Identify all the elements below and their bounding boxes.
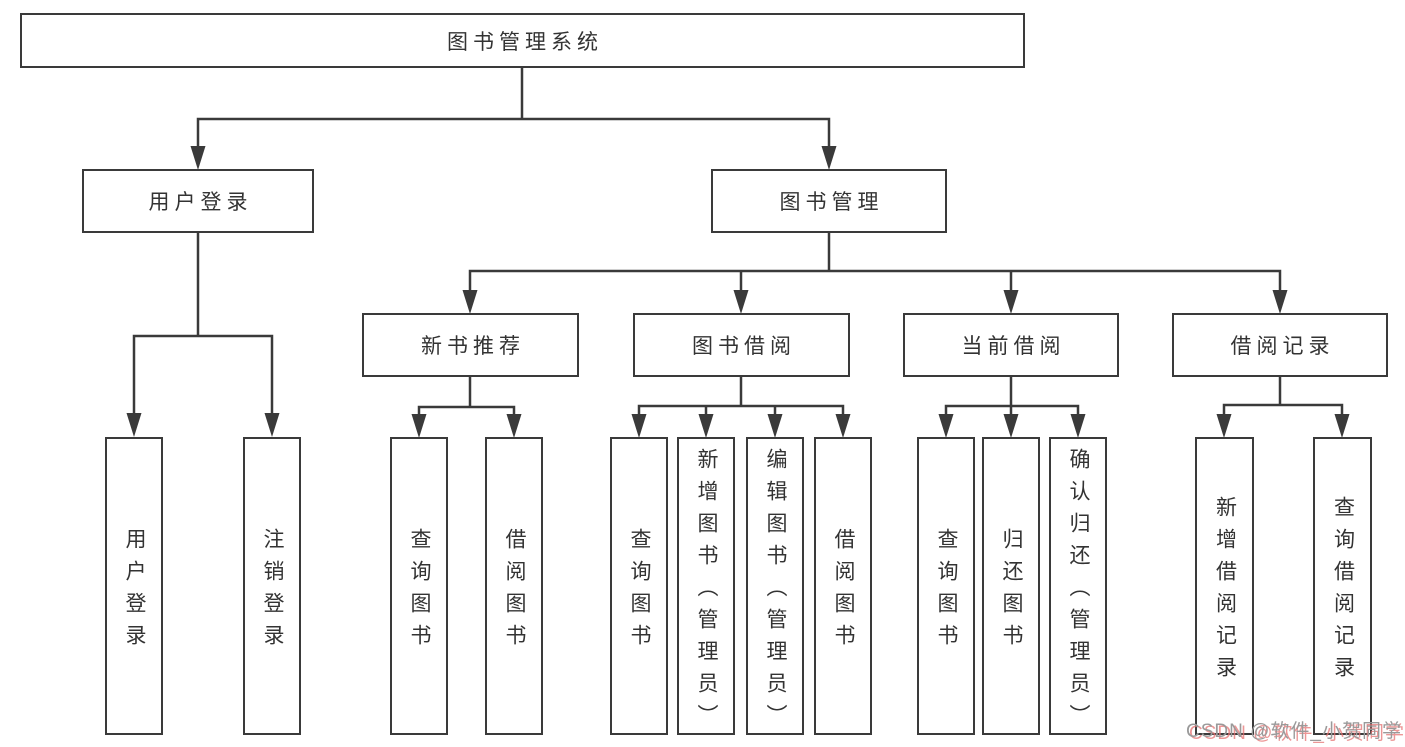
arrow-down-icon [698, 414, 714, 438]
leaf-confirm-return-admin: 确认归还（管理员） [1049, 437, 1107, 736]
leaf-add-books-admin: 新增图书（管理员） [677, 437, 735, 736]
leaf-user-login: 用户登录 [105, 437, 163, 735]
node-borrowing-records: 借阅记录 [1172, 313, 1388, 377]
arrow-down-icon [1216, 414, 1232, 438]
leaf-query-books-current: 查询图书 [917, 437, 975, 735]
arrow-down-icon [506, 414, 522, 438]
node-root-library-system: 图书管理系统 [20, 13, 1025, 68]
leaf-query-books-borrowing: 查询图书 [610, 437, 668, 735]
arrow-down-icon [821, 146, 837, 170]
arrow-down-icon [462, 290, 478, 314]
leaf-query-books-recommend: 查询图书 [390, 437, 448, 735]
arrow-down-icon [938, 414, 954, 438]
node-new-book-recommend: 新书推荐 [362, 313, 579, 377]
arrow-down-icon [1070, 414, 1086, 438]
arrow-down-icon [631, 414, 647, 438]
arrowheads [126, 146, 1350, 438]
arrow-down-icon [1272, 290, 1288, 314]
leaf-logout: 注销登录 [243, 437, 301, 735]
node-current-borrowing: 当前借阅 [903, 313, 1119, 377]
arrow-down-icon [1003, 414, 1019, 438]
leaf-return-books: 归还图书 [982, 437, 1040, 735]
arrow-down-icon [411, 414, 427, 438]
arrow-down-icon [1003, 290, 1019, 314]
node-book-management: 图书管理 [711, 169, 947, 233]
arrow-down-icon [733, 290, 749, 314]
leaf-edit-books-admin: 编辑图书（管理员） [746, 437, 804, 736]
leaf-add-borrow-record: 新增借阅记录 [1195, 437, 1254, 735]
arrow-down-icon [264, 413, 280, 437]
arrow-down-icon [1334, 414, 1350, 438]
node-book-borrowing: 图书借阅 [633, 313, 850, 377]
arrow-down-icon [835, 414, 851, 438]
leaf-borrow-books: 借阅图书 [814, 437, 872, 735]
arrow-down-icon [190, 146, 206, 170]
arrow-down-icon [767, 414, 783, 438]
node-user-login: 用户登录 [82, 169, 314, 233]
arrow-down-icon [126, 413, 142, 437]
leaf-borrow-books-recommend: 借阅图书 [485, 437, 543, 735]
csdn-watermark: CSDN @软件_小贺同学 [1186, 721, 1402, 742]
leaf-query-borrow-record: 查询借阅记录 [1313, 437, 1372, 735]
